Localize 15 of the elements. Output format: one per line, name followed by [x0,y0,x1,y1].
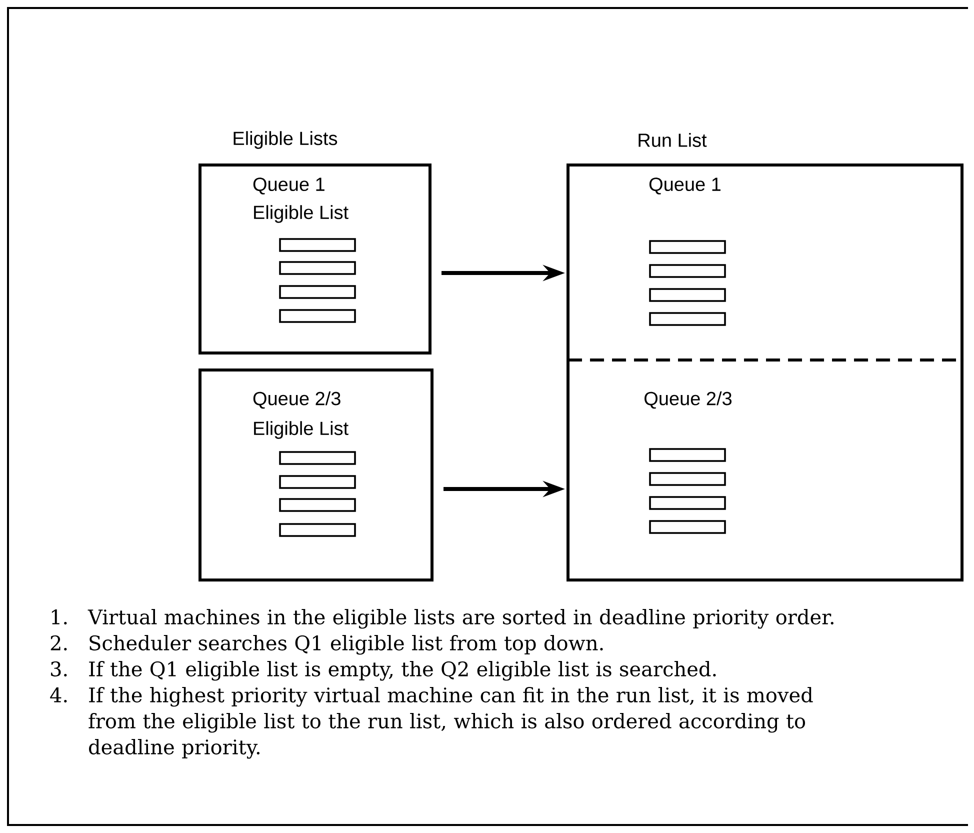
note-number: 3. [51,661,67,676]
note-text: If the Q1 eligible list is empty, the Q2 eligible list is searched. [89,661,716,681]
queue-section: Queue 1 [566,164,964,362]
note-number: 1. [52,609,67,624]
node-label: Queue 1 [649,178,720,194]
queue-section: Queue 2/3 [566,358,964,582]
note-number: 4. [50,687,67,702]
note-text: If the highest priority virtual machine can fit in the run list, it is moved from the eligible list to the run list, which is also ordered according to deadline priority. [88,687,813,759]
note-number: 2. [50,635,67,650]
column-heading: Run List [638,133,707,147]
note-text: Scheduler searches Q1 eligible list from top down. [90,635,603,655]
note-text: Virtual machines in the eligible lists are sorted in deadline priority order. [88,609,834,629]
list-box: Queue 1 Eligible List [198,164,432,354]
list-box: Queue 2/3 Eligible List [198,368,434,582]
node-label: Queue 2/3 [644,391,732,409]
